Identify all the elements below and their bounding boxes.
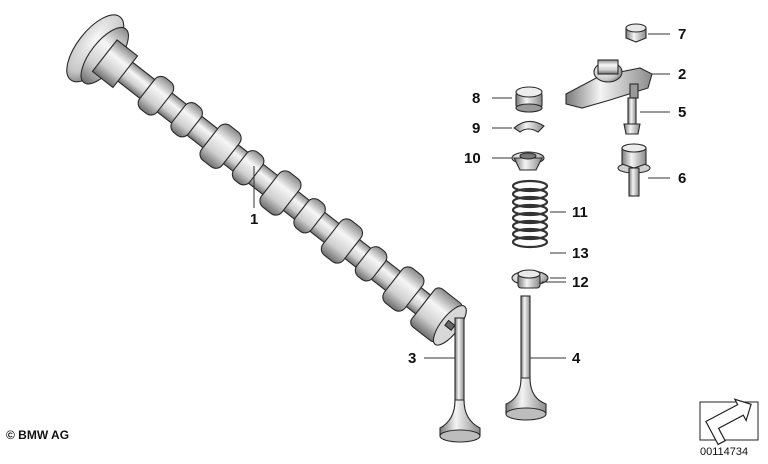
callout-2: 2: [678, 66, 686, 83]
cam-lobes: [137, 75, 425, 312]
valve-3: [439, 317, 481, 443]
callout-labels: 1 2 3 4 5 6 7 8 9 10 11 13 12: [250, 26, 686, 367]
callout-13: 13: [572, 245, 589, 262]
callout-10: 10: [464, 150, 481, 167]
callout-6: 6: [678, 170, 686, 187]
callout-5: 5: [678, 104, 686, 121]
valve-seal-cap: [515, 86, 543, 113]
nut-part-7: [625, 23, 647, 43]
adjusting-screw: [623, 97, 641, 135]
spring-retainer: [511, 151, 545, 171]
valve-collet: [513, 120, 545, 133]
callout-3: 3: [408, 350, 416, 367]
valve-4: [505, 295, 547, 421]
copyright-notice: © BMW AG: [6, 428, 70, 442]
callout-9: 9: [472, 120, 480, 137]
hex-bolt: [617, 143, 651, 197]
callout-4: 4: [572, 350, 581, 367]
rocker-arm: [565, 59, 653, 109]
camshaft: [66, 14, 467, 346]
document-number: 00114734: [700, 446, 749, 458]
valve-spring: [511, 179, 549, 249]
callout-11: 11: [572, 204, 588, 221]
callout-12: 12: [572, 274, 589, 291]
callout-1: 1: [250, 211, 258, 228]
arrow-box-icon: [699, 398, 759, 446]
callout-8: 8: [472, 90, 480, 107]
leader-lines: [253, 33, 670, 359]
stem-seal: [517, 269, 541, 289]
callout-7: 7: [678, 26, 686, 43]
